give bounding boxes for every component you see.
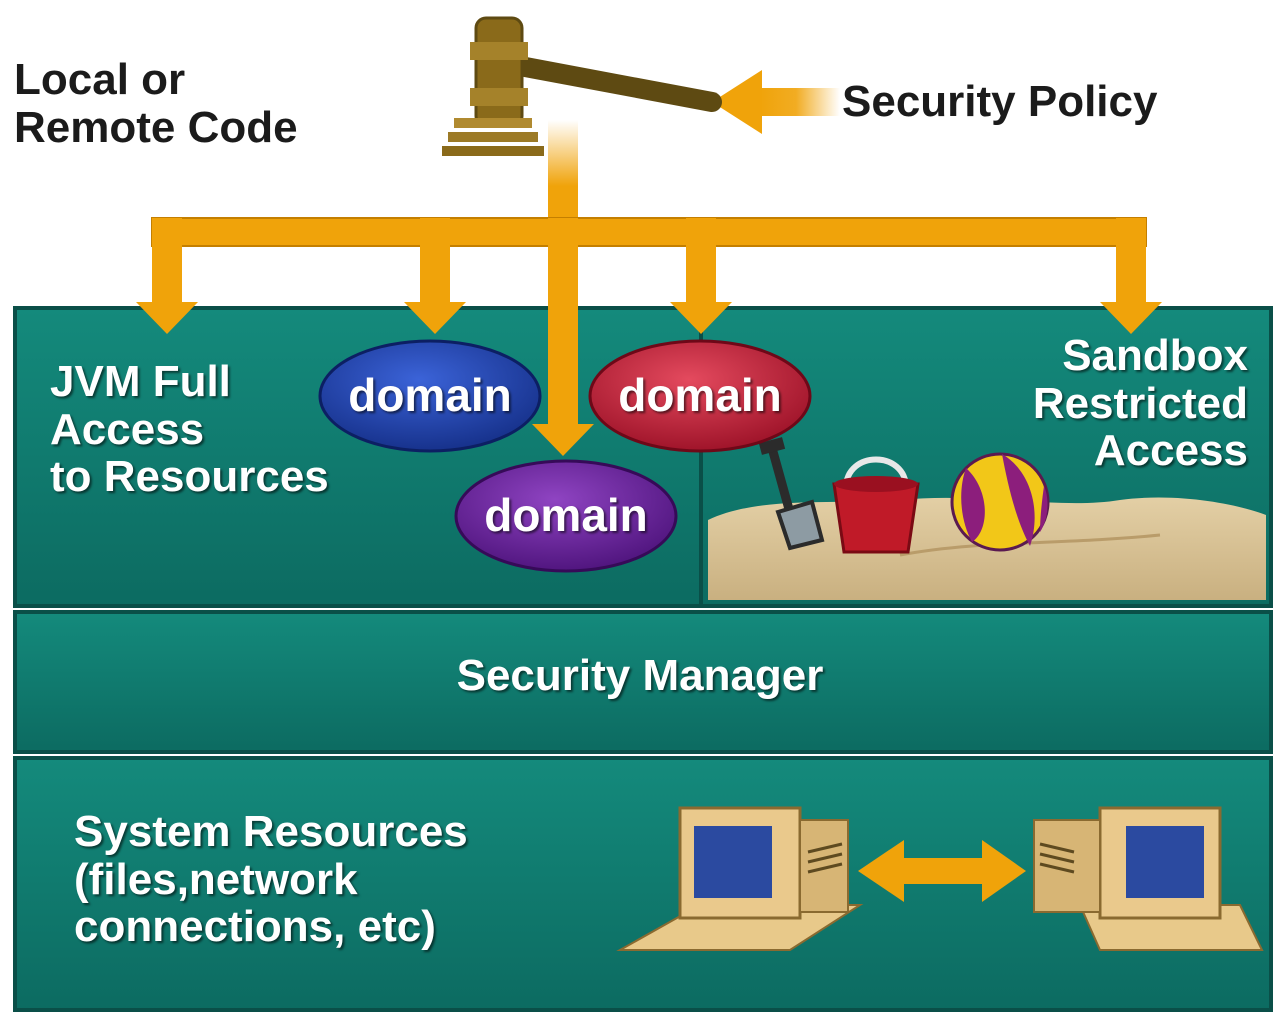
- security-manager-panel: [13, 610, 1273, 754]
- policy-distribution-arrows: [136, 120, 1162, 456]
- security-manager-label: Security Manager: [456, 651, 824, 700]
- shovel-icon: [758, 437, 825, 551]
- code-source-label: Local or Remote Code: [14, 55, 298, 152]
- system-resources-label: System Resources (files,network connecti…: [74, 807, 468, 952]
- computer-icon: [1033, 806, 1264, 951]
- security-policy-label: Security Policy: [842, 77, 1158, 126]
- domain-label-blue: domain: [348, 369, 512, 421]
- jvm-label: JVM Full Access to Resources: [50, 357, 329, 502]
- domain-label-red: domain: [618, 369, 782, 421]
- gavel-icon: [442, 16, 722, 156]
- bucket-icon: [832, 456, 920, 554]
- domain-oval-blue: [318, 339, 542, 453]
- computer-icon: [616, 806, 864, 951]
- domain-oval-purple: [454, 459, 678, 573]
- sandbox-label: Sandbox Restricted Access: [1032, 331, 1248, 476]
- domain-label-purple: domain: [484, 489, 648, 541]
- policy-arrow: [712, 70, 840, 134]
- beach-ball-icon: [950, 452, 1050, 552]
- double-arrow-icon: [858, 840, 1026, 902]
- domain-oval-red: [588, 339, 812, 453]
